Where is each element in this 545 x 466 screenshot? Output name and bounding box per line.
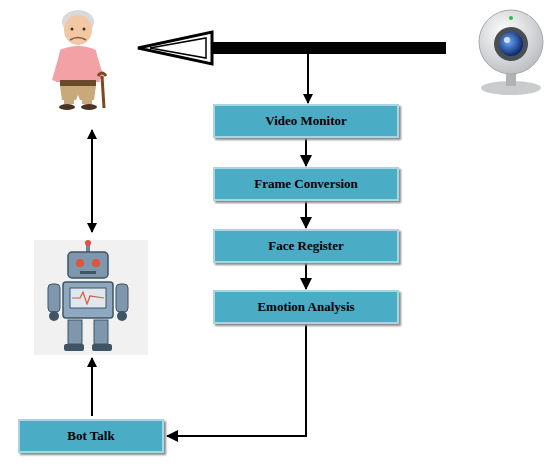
robot-figure [34,240,148,355]
flow-arrow [305,201,307,228]
process-box: Face Register [213,229,399,263]
webcam-icon [479,10,543,95]
flow-arrow [305,263,307,289]
box-label: Bot Talk [67,429,114,443]
elderly-person [52,10,106,110]
video-feed-arrow [138,32,446,103]
speech-arrow [91,358,93,416]
process-box: Emotion Analysis [213,290,399,324]
flow-arrow [305,138,307,166]
flow-arrow [167,324,306,436]
interaction-arrow [91,130,93,232]
box-label: Frame Conversion [254,177,358,191]
box-label: Video Monitor [265,114,346,128]
process-box: Video Monitor [213,104,399,138]
box-label: Emotion Analysis [257,300,354,314]
process-box: Bot Talk [18,419,164,453]
box-label: Face Register [268,239,343,253]
process-box: Frame Conversion [213,167,399,201]
